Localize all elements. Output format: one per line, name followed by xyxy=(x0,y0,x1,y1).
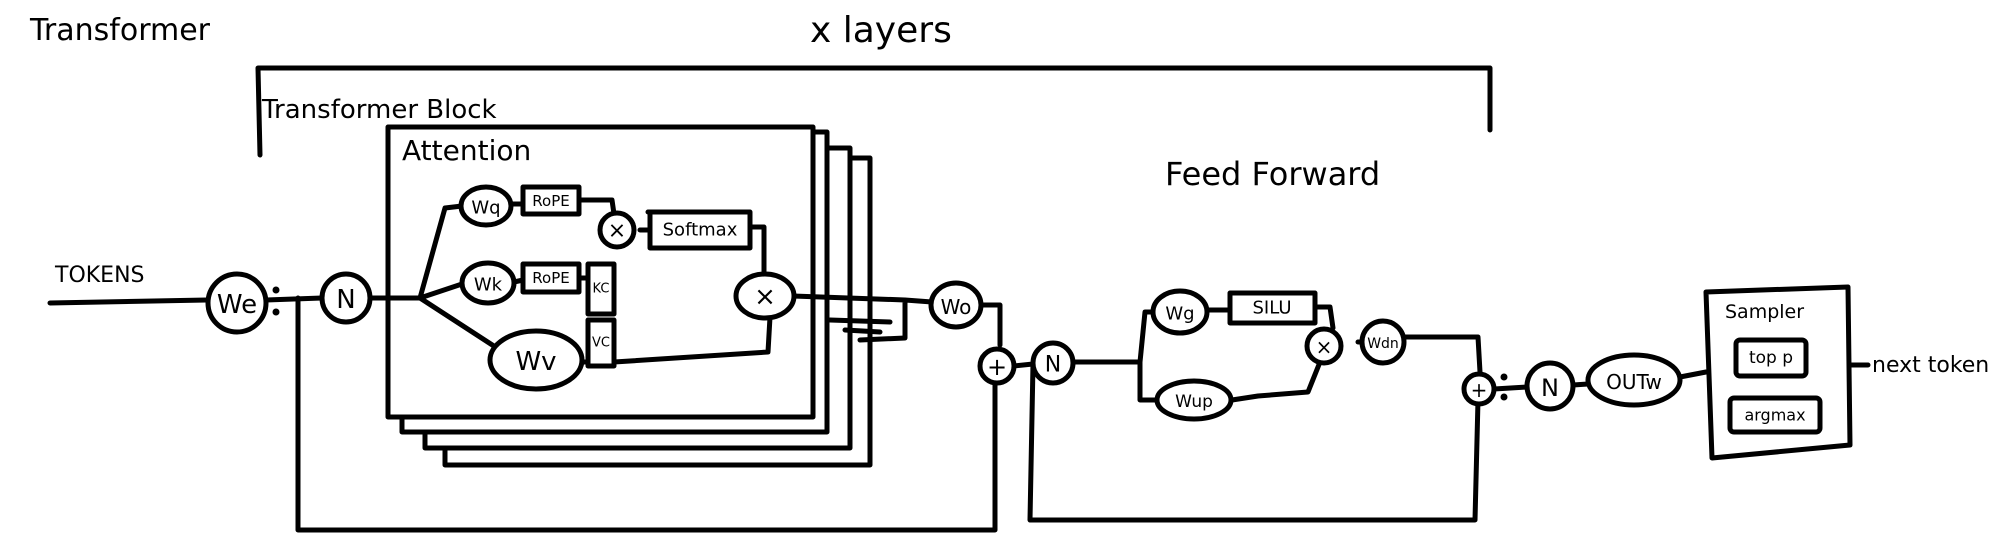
colon-dot xyxy=(1500,373,1508,381)
layers-bracket xyxy=(255,65,1493,158)
residual-line-1 xyxy=(295,295,998,533)
gate-path xyxy=(1203,304,1336,331)
wo-to-add xyxy=(977,302,1003,348)
wdn-node: Wdn xyxy=(1359,318,1407,366)
qk-mult-label: × xyxy=(608,219,626,244)
rope-k-box: RoPE xyxy=(520,261,582,295)
rope-q-box: RoPE xyxy=(520,184,582,217)
gate-mult-node: × xyxy=(1304,326,1344,366)
embed-node: We xyxy=(205,271,269,335)
input-line xyxy=(47,297,210,306)
norm-attn-node: N xyxy=(319,271,373,325)
norm-attn-label: N xyxy=(336,285,355,315)
output-label: next token xyxy=(1872,353,1989,378)
residual-line-2 xyxy=(1027,361,1481,523)
wq-label: Wq xyxy=(471,198,500,219)
colon-dot xyxy=(272,308,280,316)
layers-label: x layers xyxy=(810,10,952,51)
wup-node: Wup xyxy=(1154,378,1234,422)
norm-ffn-node: N xyxy=(1030,340,1076,386)
transformer-block-label: Transformer Block xyxy=(261,95,497,125)
out-node: OUTw xyxy=(1585,352,1683,408)
norm-ffn-label: N xyxy=(1045,353,1061,378)
wo-node: Wo xyxy=(928,280,984,330)
kcache-label: KC xyxy=(593,282,610,297)
add-ffn-label: + xyxy=(1471,378,1488,402)
vcache-label: VC xyxy=(592,336,610,351)
wk-node: Wk xyxy=(459,260,517,306)
vcache-box: VC xyxy=(585,317,617,369)
attention-label: Attention xyxy=(402,134,531,167)
add-attn-label: + xyxy=(987,353,1007,381)
up-path xyxy=(1229,359,1323,403)
add-attn-node: + xyxy=(977,346,1017,386)
wv-label: Wv xyxy=(515,347,556,377)
silu-box: SILU xyxy=(1227,290,1318,326)
rope-q-label: RoPE xyxy=(532,192,569,210)
wdn-label: Wdn xyxy=(1367,336,1399,352)
sampler-box: Sampler top p argmax xyxy=(1703,284,1853,461)
av-mult-label: × xyxy=(754,282,776,312)
wo-label: Wo xyxy=(941,295,972,319)
softmax-box: Softmax xyxy=(647,209,753,251)
wq-node: Wq xyxy=(458,184,514,228)
norm2-fanout xyxy=(1070,309,1161,403)
av-mult-node: × xyxy=(733,271,797,321)
wup-label: Wup xyxy=(1175,392,1213,412)
input-label: TOKENS xyxy=(54,263,145,288)
wg-node: Wg xyxy=(1150,288,1210,336)
softmax-label: Softmax xyxy=(663,220,738,241)
colon-dot xyxy=(1500,393,1508,401)
wk-label: Wk xyxy=(474,275,503,296)
wdn-to-add2 xyxy=(1402,334,1483,375)
topp-label: top p xyxy=(1749,348,1793,368)
norm-final-label: N xyxy=(1541,374,1559,402)
gate-mult-label: × xyxy=(1316,335,1333,359)
embed-to-norm-line xyxy=(263,295,325,303)
embed-label: We xyxy=(217,290,257,320)
norm-fanout xyxy=(367,203,503,353)
silu-label: SILU xyxy=(1252,298,1291,319)
norm-final-node: N xyxy=(1524,360,1576,412)
attn-out-lines xyxy=(790,293,935,343)
sampler-label: Sampler xyxy=(1725,301,1804,323)
qk-mult-node: × xyxy=(597,210,637,250)
wg-label: Wg xyxy=(1165,304,1194,325)
wv-node: Wv xyxy=(487,328,585,392)
add-ffn-node: + xyxy=(1461,371,1497,407)
kcache-box: KC xyxy=(585,261,617,317)
out-label: OUTw xyxy=(1606,370,1662,394)
final-chain xyxy=(1491,362,1871,392)
add-to-norm2 xyxy=(1011,361,1036,369)
colon-dot xyxy=(272,286,280,294)
argmax-label: argmax xyxy=(1744,406,1805,425)
feed-forward-label: Feed Forward xyxy=(1165,155,1380,193)
diagram-title: Transformer xyxy=(29,13,211,48)
rope-k-label: RoPE xyxy=(532,269,569,287)
